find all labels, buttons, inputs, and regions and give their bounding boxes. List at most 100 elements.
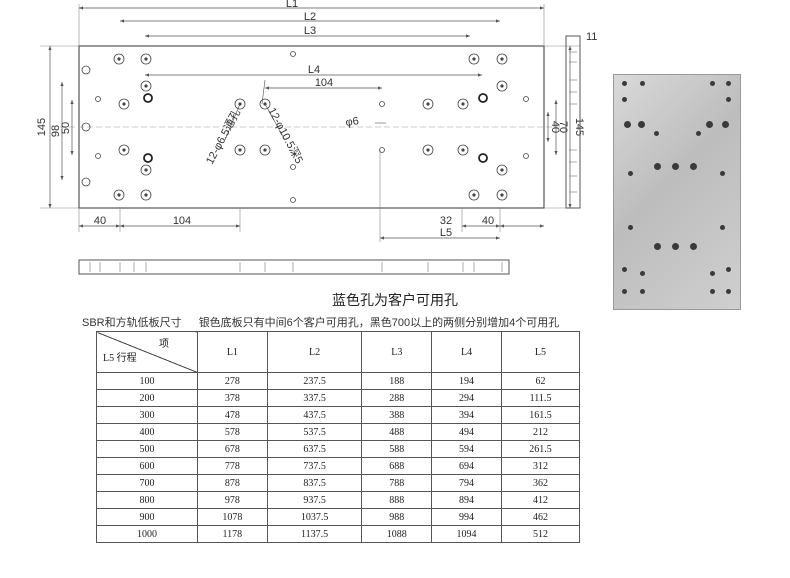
subtitle-right: 银色底板只有中间6个客户可用孔，黑色700以上的两侧分别增加4个可用孔 [198,317,560,329]
table-cell: 62 [500,372,581,390]
dim-L5: L5 [440,227,452,239]
table-cell: 1078 [197,508,268,526]
column-header-L3: L3 [361,331,433,373]
table-cell: 111.5 [500,389,581,407]
table-cell: 494 [431,423,502,441]
dim-L3: L3 [304,25,316,37]
dim-104-bottom: 104 [173,215,191,227]
table-cell: 678 [197,440,268,458]
dim-11: 11 [586,31,597,43]
technical-drawing: L1 L2 L3 L4 104 40 104 32 40 L5 145 98 5… [36,0,597,275]
dim-145-right: 145 [573,118,585,136]
table-corner-cell: 项 L5 行程 [96,331,198,373]
row-stroke-cell: 200 [96,389,198,407]
table-cell: 537.5 [266,423,363,441]
bottom-view [78,259,510,275]
table-cell: 437.5 [266,406,363,424]
caption: 蓝色孔为客户可用孔 [332,292,458,308]
table-cell: 688 [361,457,433,475]
table-cell: 1137.5 [266,525,363,543]
hole-label-counterbore: 12-φ10.5深5 [265,105,305,165]
dim-40-left: 40 [94,215,106,227]
table-cell: 478 [197,406,268,424]
subtitle: SBR和方轨低板尺寸 银色底板只有中间6个客户可用孔，黑色700以上的两侧分别增… [82,314,573,330]
table-cell: 694 [431,457,502,475]
table-cell: 394 [431,406,502,424]
corner-label-stroke: L5 行程 [103,353,137,364]
row-stroke-cell: 900 [96,508,198,526]
table-cell: 578 [197,423,268,441]
table-cell: 778 [197,457,268,475]
dimension-lines [48,6,572,240]
column-header-L2: L2 [266,331,363,373]
table-cell: 878 [197,474,268,492]
row-stroke-cell: 800 [96,491,198,509]
table-cell: 278 [197,372,268,390]
table-header-row: 项 L5 行程 L1 L2 L3 L4 L5 [96,331,581,373]
row-stroke-cell: 1000 [96,525,198,543]
table-cell: 261.5 [500,440,581,458]
dim-40-vertical: 40 [549,121,561,133]
corner-label-item: 项 [159,339,169,350]
table-cell: 312 [500,457,581,475]
table-cell: 588 [361,440,433,458]
subtitle-left: SBR和方轨低板尺寸 [82,317,182,329]
column-header-L4: L4 [431,331,502,373]
table-cell: 888 [361,491,433,509]
dim-L1: L1 [286,0,298,10]
table-cell: 194 [431,372,502,390]
row-stroke-cell: 500 [96,440,198,458]
dim-L4: L4 [308,64,320,76]
table-cell: 288 [361,389,433,407]
row-stroke-cell: 300 [96,406,198,424]
extension-lines [40,4,580,242]
column-header-L5: L5 [500,331,581,373]
column-header-L1: L1 [197,331,268,373]
table-cell: 488 [361,423,433,441]
black-holes [143,93,488,163]
table-cell: 937.5 [266,491,363,509]
dim-L2: L2 [304,11,316,23]
side-view [565,35,581,209]
table-cell: 737.5 [266,457,363,475]
leader-lines [224,79,386,141]
table-cell: 994 [431,508,502,526]
table-cell: 1094 [431,525,502,543]
table-cell: 1037.5 [266,508,363,526]
table-cell: 512 [500,525,581,543]
table-cell: 1088 [361,525,433,543]
counterbore-holes [81,53,508,201]
dim-50: 50 [60,122,72,134]
dim-98: 98 [50,125,62,137]
small-holes [95,51,529,203]
table-cell: 837.5 [266,474,363,492]
hole-label-through: 12-φ6.5通孔 [203,107,243,166]
holes [81,51,529,203]
table-cell: 237.5 [266,372,363,390]
table-cell: 212 [500,423,581,441]
table-cell: 978 [197,491,268,509]
table-cell: 894 [431,491,502,509]
row-stroke-cell: 700 [96,474,198,492]
plate-photo [613,74,741,310]
table-cell: 388 [361,406,433,424]
table-cell: 412 [500,491,581,509]
table-cell: 337.5 [266,389,363,407]
table-cell: 1178 [197,525,268,543]
hole-centers [117,57,504,197]
table-cell: 188 [361,372,433,390]
table-cell: 788 [361,474,433,492]
table-cell: 462 [500,508,581,526]
table-cell: 378 [197,389,268,407]
row-stroke-cell: 100 [96,372,198,390]
